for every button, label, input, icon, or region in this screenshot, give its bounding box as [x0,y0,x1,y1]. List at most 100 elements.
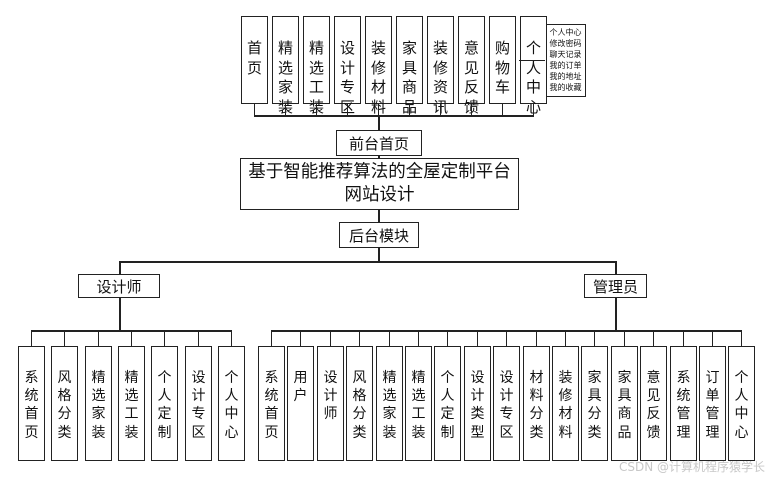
bus-to-designer [119,261,121,274]
admin-child-connector-4 [388,330,391,346]
admin-child-connector-8 [505,330,508,346]
personal-submenu-box: 个人中心修改密码聊天记录我的订单我的地址我的收藏 [545,24,586,97]
admin-child-3: 风格分类 [346,346,373,461]
designer-label: 设计师 [96,278,142,296]
designer-bus [30,330,233,332]
top-购物车-label: 购物车 [494,39,510,96]
designer-child-4: 个人定制 [151,346,178,461]
admin-child-connector-16 [740,330,743,346]
front-home-node: 前台首页 [336,130,422,156]
top-装修资讯: 装修资讯 [427,16,454,116]
designer-child-connector-0 [30,330,33,346]
designer-child-4-label: 个人定制 [157,370,172,441]
admin-child-7: 设计类型 [464,346,491,461]
top-bus [253,115,535,117]
backend-label: 后台模块 [348,227,409,245]
submenu-item: 我的地址 [549,72,582,81]
bus-to-admin [615,261,617,274]
backend-stem [378,248,380,262]
designer-child-2-label: 精选家装 [91,370,106,441]
admin-child-connector-9 [535,330,538,346]
admin-child-14: 系统管理 [670,346,697,461]
designer-child-connector-5 [197,330,200,346]
designer-node: 设计师 [78,274,160,298]
designer-child-connector-2 [97,330,100,346]
designer-child-6: 个人中心 [218,346,245,461]
watermark: CSDN @计算机程序猿学长 [618,460,765,474]
admin-child-4: 精选家装 [376,346,403,461]
admin-child-connector-10 [564,330,567,346]
admin-child-15: 订单管理 [699,346,726,461]
admin-child-10: 装修材料 [552,346,579,461]
admin-child-connector-1 [299,330,302,346]
top-connector-7 [470,104,473,116]
top-connector-6 [439,104,442,116]
admin-child-10-label: 装修材料 [558,370,573,441]
admin-child-6: 个人定制 [434,346,461,461]
admin-child-12: 家具商品 [611,346,638,461]
top-connector-5 [408,104,411,116]
designer-child-0-label: 系统首页 [24,370,39,441]
admin-child-11: 家具分类 [581,346,608,461]
admin-child-15-label: 订单管理 [705,370,720,441]
admin-child-connector-0 [270,330,273,346]
admin-node: 管理员 [584,274,647,298]
admin-child-connector-12 [623,330,626,346]
designer-child-0: 系统首页 [18,346,45,461]
admin-child-16-label: 个人中心 [734,370,749,441]
front-to-title [378,156,380,158]
admin-child-connector-6 [446,330,449,346]
admin-child-7-label: 设计类型 [470,370,485,441]
top-个人中心-label: 个人中心 [525,39,541,116]
designer-stem [119,298,121,330]
designer-child-connector-1 [63,330,66,346]
backend-node: 后台模块 [339,222,419,248]
front-home-label: 前台首页 [348,135,409,153]
designer-child-connector-6 [230,330,233,346]
designer-child-3-label: 精选工装 [124,370,139,441]
designer-child-5-label: 设计专区 [191,370,206,441]
admin-child-1: 用户 [287,346,314,461]
admin-child-1-label: 用户 [293,370,308,405]
top-装修资讯-label: 装修资讯 [432,39,448,116]
designer-child-connector-3 [130,330,133,346]
designer-child-6-label: 个人中心 [224,370,239,441]
admin-child-connector-7 [476,330,479,346]
top-connector-0 [253,104,256,116]
top-to-front [378,115,380,130]
admin-bus [270,330,743,332]
admin-child-connector-14 [682,330,685,346]
admin-label: 管理员 [592,278,638,296]
submenu-connector [519,60,545,62]
admin-child-9: 材料分类 [523,346,550,461]
top-购物车: 购物车 [489,16,516,104]
admin-child-connector-11 [593,330,596,346]
admin-child-5: 精选工装 [405,346,432,461]
submenu-item: 聊天记录 [549,50,582,59]
title-node: 基于智能推荐算法的全屋定制平台网站设计 [240,158,519,210]
top-connector-1 [284,104,287,116]
designer-child-2: 精选家装 [85,346,112,461]
submenu-item: 我的收藏 [549,83,582,92]
top-connector-8 [501,104,504,116]
admin-stem [615,298,617,330]
admin-child-connector-15 [711,330,714,346]
top-首页-label: 首页 [246,39,262,77]
title-label: 基于智能推荐算法的全屋定制平台网站设计 [248,162,511,205]
top-connector-3 [346,104,349,116]
admin-child-13: 意见反馈 [640,346,667,461]
top-connector-4 [377,104,380,116]
personal-submenu-items: 个人中心修改密码聊天记录我的订单我的地址我的收藏 [546,27,585,93]
designer-child-connector-4 [163,330,166,346]
admin-child-0: 系统首页 [258,346,285,461]
admin-child-4-label: 精选家装 [382,370,397,441]
admin-child-5-label: 精选工装 [411,370,426,441]
